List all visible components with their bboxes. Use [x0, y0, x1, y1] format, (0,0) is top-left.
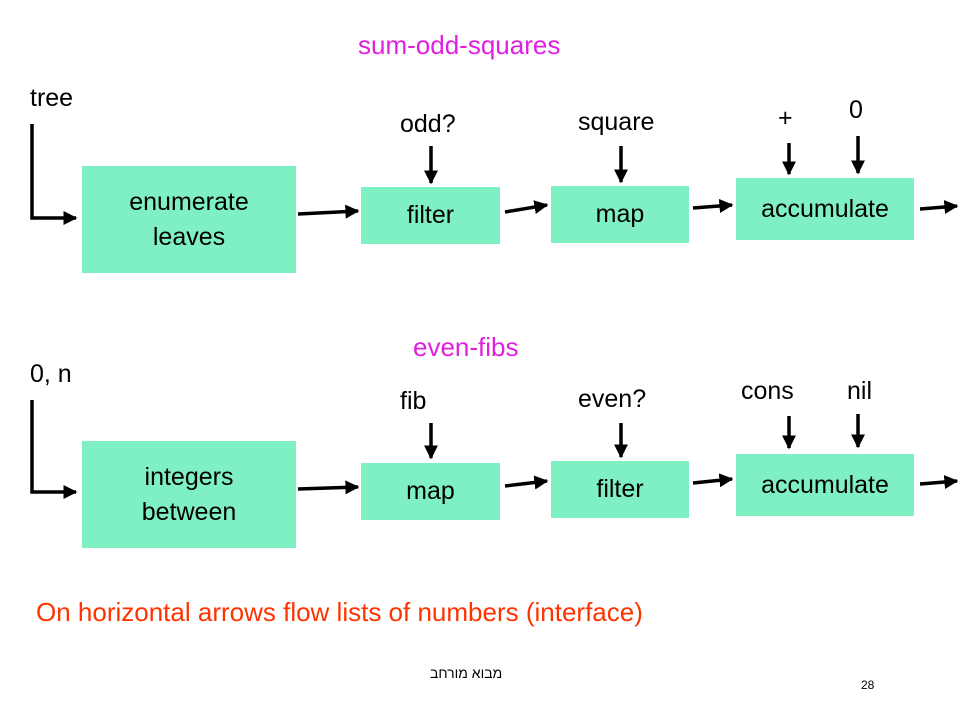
- box-map-bottom: map: [361, 463, 500, 520]
- title-even-fibs: even-fibs: [413, 332, 519, 362]
- interface-note: On horizontal arrows flow lists of numbe…: [36, 597, 643, 627]
- box-filter-top: filter: [361, 187, 500, 244]
- arrow-map-to-accumulate: [692, 198, 734, 213]
- box-filter-bottom: filter: [551, 461, 689, 518]
- arrow-integers-to-map: [297, 480, 360, 495]
- label-cons: cons: [741, 377, 794, 405]
- arrow-enumerate-to-filter: [297, 204, 360, 219]
- title-sum-odd-squares: sum-odd-squares: [358, 30, 561, 60]
- tree-input-arrow: [30, 124, 78, 225]
- footer-course-name: מבוא מורחב: [430, 665, 503, 681]
- page-number: 28: [861, 678, 875, 692]
- label-square: square: [578, 108, 655, 136]
- box-map-top: map: [551, 186, 689, 243]
- label-even: even?: [578, 385, 647, 413]
- label-range: 0, n: [30, 360, 72, 388]
- label-plus: +: [778, 104, 793, 132]
- range-input-arrow: [30, 400, 78, 499]
- label-tree: tree: [30, 84, 74, 112]
- arrow-filter-to-accumulate: [692, 473, 734, 488]
- box-accumulate-top: accumulate: [736, 178, 914, 240]
- arrow-filter-to-map: [504, 200, 549, 214]
- label-fib: fib: [400, 387, 427, 415]
- arrow-accumulate-output-2: [919, 475, 959, 489]
- box-accumulate-bottom: accumulate: [736, 454, 914, 516]
- arrow-map-to-filter: [504, 475, 549, 490]
- label-zero: 0: [849, 96, 863, 124]
- arrow-accumulate-output: [919, 200, 959, 214]
- box-integers-between: integers between: [82, 441, 296, 548]
- label-odd: odd?: [400, 110, 456, 138]
- label-nil: nil: [847, 377, 873, 405]
- box-enumerate-leaves: enumerate leaves: [82, 166, 296, 273]
